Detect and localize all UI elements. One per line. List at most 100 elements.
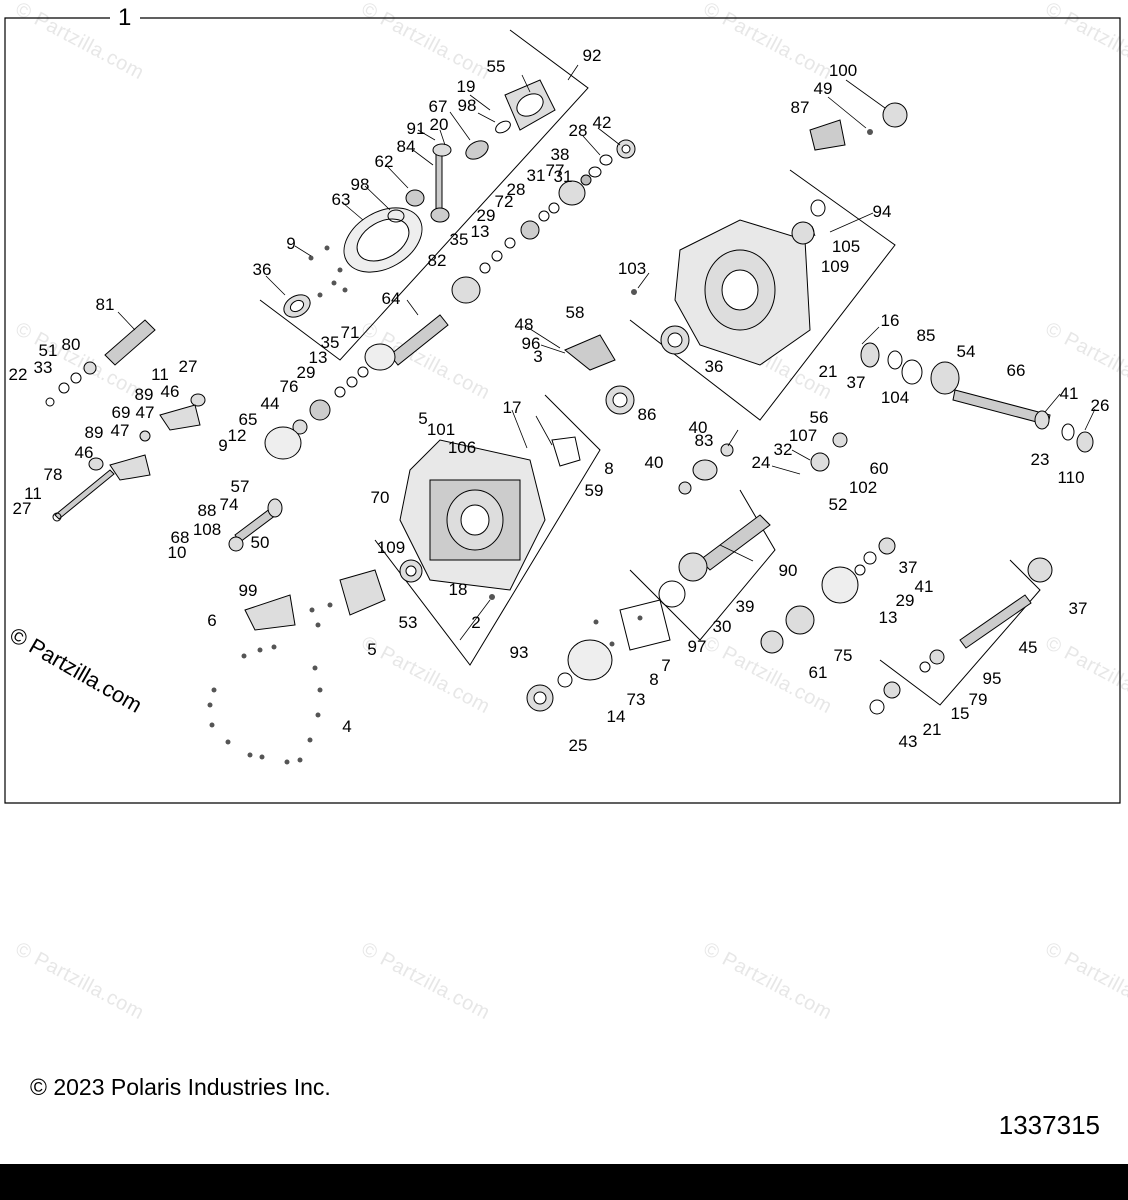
part-callout-75: 75	[833, 646, 853, 665]
gear-65	[264, 426, 302, 460]
shaft-95	[959, 594, 1032, 649]
part-callout-20: 20	[429, 115, 449, 134]
part-callout-59: 59	[584, 481, 604, 500]
fork-89-bottom	[109, 454, 151, 481]
part-callout-6: 6	[207, 611, 217, 630]
part-callout-14: 14	[606, 707, 626, 726]
gear-60	[810, 452, 830, 472]
part-callout-60: 60	[869, 459, 889, 478]
part-callout-56: 56	[809, 408, 829, 427]
plate-97	[619, 599, 671, 651]
gear-77	[558, 180, 586, 206]
ring-28a	[599, 154, 613, 166]
part-callout-22: 22	[8, 365, 28, 384]
lower-gear-train	[526, 514, 1053, 715]
part-callout-106: 106	[447, 438, 477, 457]
center-case	[399, 334, 635, 591]
part-callout-19: 19	[456, 77, 476, 96]
part-callout-36: 36	[252, 260, 272, 279]
bracket-92	[259, 29, 589, 361]
part-callout-91: 91	[406, 119, 426, 138]
fasteners	[207, 129, 873, 765]
part-callout-39: 39	[735, 597, 755, 616]
part-callout-80: 80	[61, 335, 81, 354]
part-callout-79: 79	[968, 690, 988, 709]
part-callout-86: 86	[637, 405, 657, 424]
part-callout-29: 29	[476, 206, 496, 225]
sensor-100	[882, 102, 908, 128]
shift-assembly	[45, 319, 386, 631]
spring-46-bottom	[88, 457, 104, 471]
part-callout-107: 107	[788, 426, 818, 445]
part-callout-110: 110	[1057, 468, 1085, 487]
part-callout-65: 65	[238, 410, 258, 429]
part-callout-82: 82	[427, 251, 447, 270]
part-callout-21: 21	[818, 362, 838, 381]
part-callout-13: 13	[878, 608, 898, 627]
part-callout-7: 7	[661, 656, 671, 675]
washer-98-mid	[387, 209, 405, 223]
ring-51	[70, 372, 82, 384]
part-callout-18: 18	[448, 580, 468, 599]
part-callout-83: 83	[694, 431, 714, 450]
clip-22	[45, 397, 55, 407]
part-callout-64: 64	[381, 289, 401, 308]
part-callout-102: 102	[848, 478, 878, 497]
ring-85	[887, 350, 903, 370]
ring-38	[580, 174, 592, 186]
part-callout-88: 88	[197, 501, 217, 520]
part-callout-101: 101	[426, 420, 456, 439]
part-callout-9: 9	[218, 436, 228, 455]
part-callout-96: 96	[521, 334, 541, 353]
part-callout-13: 13	[470, 222, 490, 241]
part-callout-40: 40	[688, 418, 708, 437]
ring-31a	[588, 166, 602, 178]
part-callout-89: 89	[84, 423, 104, 442]
part-callout-63: 63	[331, 190, 351, 209]
bearing-62	[405, 189, 425, 207]
part-callout-37: 37	[1068, 599, 1088, 618]
bracket-95	[879, 559, 1041, 706]
ring-29a	[504, 237, 516, 249]
part-callout-48: 48	[514, 315, 534, 334]
part-callout-62: 62	[374, 152, 394, 171]
part-callout-47: 47	[110, 421, 130, 440]
bearing-40-top	[720, 443, 734, 457]
bearing-41-lower	[878, 537, 896, 555]
part-callout-2: 2	[471, 613, 481, 632]
frame-title: 1	[112, 4, 138, 32]
gear-91	[432, 143, 452, 157]
ring-29-lower	[863, 551, 877, 565]
part-callout-17: 17	[502, 398, 522, 417]
ring-104	[901, 359, 923, 385]
bearing-109-right	[791, 221, 815, 245]
ring-15	[919, 661, 931, 673]
part-callout-66: 66	[1006, 361, 1026, 380]
part-callout-70: 70	[370, 488, 390, 507]
part-callout-108: 108	[192, 520, 222, 539]
ring-30	[658, 580, 686, 608]
ring-33	[58, 382, 70, 394]
part-callout-5: 5	[367, 640, 377, 659]
detent-69	[139, 430, 151, 442]
part-callout-99: 99	[238, 581, 258, 600]
part-callout-77: 77	[545, 161, 565, 180]
seal-80	[83, 361, 97, 375]
part-callout-21: 21	[922, 720, 942, 739]
ring-13a	[491, 250, 503, 262]
part-callout-85: 85	[916, 326, 936, 345]
part-callout-32: 32	[773, 440, 793, 459]
shaft-84	[435, 149, 443, 211]
part-callout-10: 10	[167, 543, 187, 562]
hub-76	[309, 399, 331, 421]
part-callout-94: 94	[872, 202, 892, 221]
part-callout-26: 26	[1090, 396, 1110, 415]
part-callout-52: 52	[828, 495, 848, 514]
part-callout-35: 35	[449, 230, 469, 249]
part-callout-11: 11	[24, 484, 42, 503]
part-callout-8: 8	[604, 459, 614, 478]
part-callout-30: 30	[712, 617, 732, 636]
part-callout-74: 74	[219, 495, 239, 514]
ring-28b	[538, 210, 550, 222]
